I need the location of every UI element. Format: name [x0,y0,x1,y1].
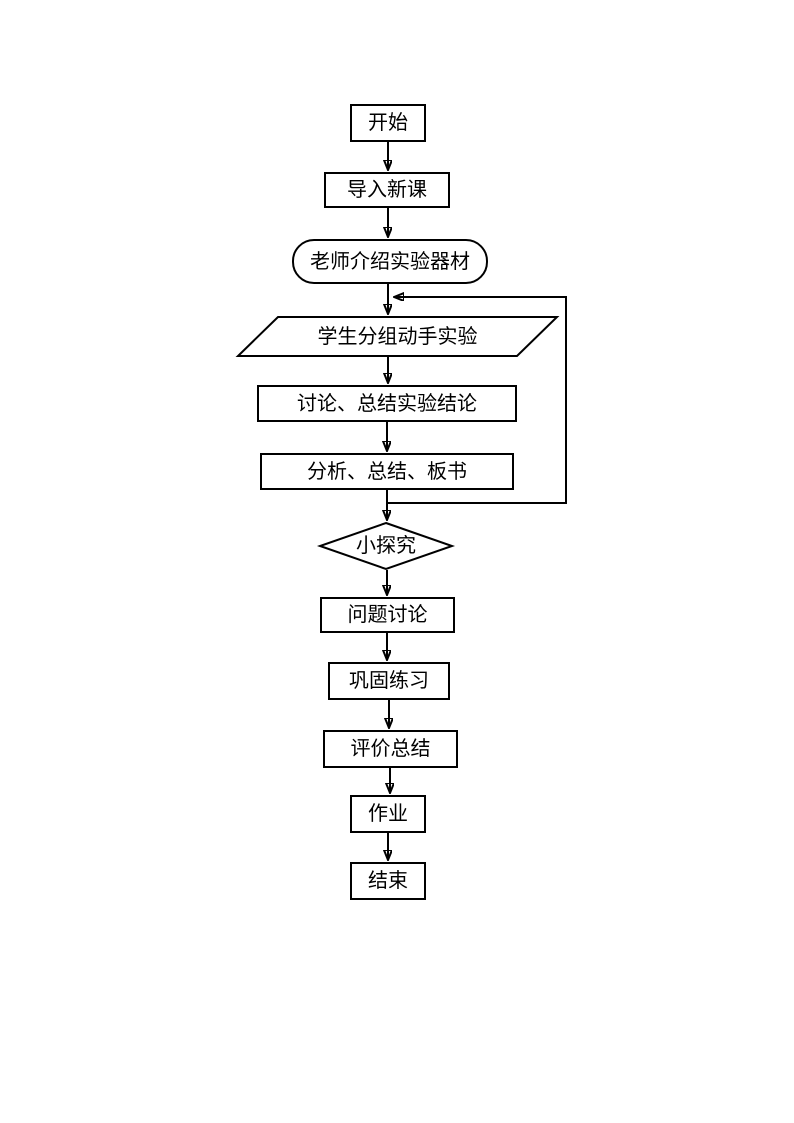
node-end: 结束 [350,862,426,900]
node-intro: 导入新课 [324,172,450,208]
node-analyze-label: 分析、总结、板书 [307,460,467,483]
node-start: 开始 [350,104,426,142]
node-analyze: 分析、总结、板书 [260,453,514,490]
node-practice: 巩固练习 [328,662,450,700]
node-teacher: 老师介绍实验器材 [292,239,488,284]
node-evaluate: 评价总结 [323,730,458,768]
connector-feedback-loop [387,297,567,504]
node-question: 问题讨论 [320,597,455,633]
node-practice-label: 巩固练习 [349,670,429,692]
node-homework: 作业 [350,795,426,833]
node-experiment-label: 学生分组动手实验 [317,325,478,348]
node-explore: 小探究 [316,521,456,571]
node-end-label: 结束 [368,870,408,892]
parallelogram-shape [235,316,560,357]
node-experiment: 学生分组动手实验 [235,316,560,357]
node-start-label: 开始 [368,112,408,134]
node-homework-label: 作业 [368,803,408,825]
diamond-shape [316,521,456,571]
node-explore-label: 小探究 [356,535,416,557]
node-question-label: 问题讨论 [347,604,428,626]
node-discuss: 讨论、总结实验结论 [257,385,517,422]
node-teacher-label: 老师介绍实验器材 [310,250,470,273]
node-evaluate-label: 评价总结 [350,738,431,760]
node-discuss-label: 讨论、总结实验结论 [297,392,477,415]
node-intro-label: 导入新课 [347,179,427,201]
